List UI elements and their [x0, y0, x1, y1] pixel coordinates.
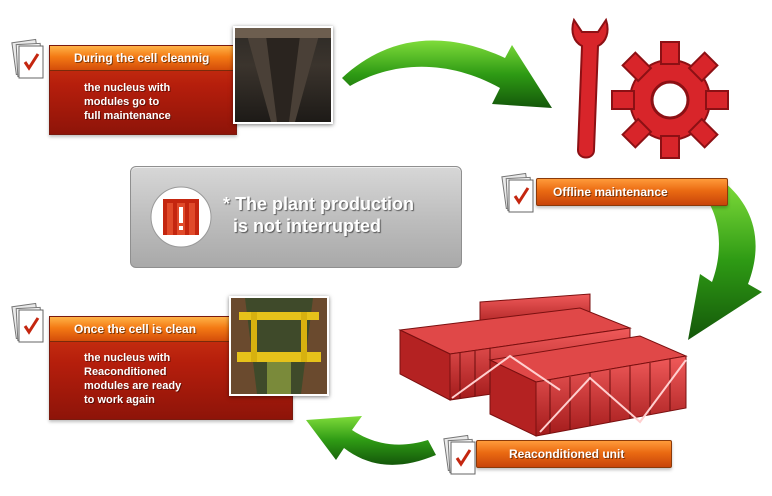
checklist-icon [11, 302, 44, 343]
checklist-icon [443, 434, 476, 475]
note-text: * The plant production is not interrupte… [223, 194, 414, 236]
arrow-top [342, 40, 552, 108]
step-heading: Reaconditioned unit [509, 447, 625, 461]
arrow-bottom [306, 416, 436, 465]
gear-icon [611, 41, 729, 159]
wrench-icon [571, 17, 609, 159]
photo-clean-cell [229, 296, 329, 396]
step-offline-maintenance: Offline maintenance [536, 178, 728, 206]
step-heading: During the cell cleannig [74, 51, 210, 65]
reconditioned-modules [398, 293, 688, 437]
maintenance-tools [571, 17, 729, 159]
step-during-cleaning: During the cell cleannig the nucleus wit… [49, 45, 237, 135]
step-reconditioned-unit: Reaconditioned unit [476, 440, 672, 468]
photo-cell-cleaning [233, 26, 333, 124]
step-description: the nucleus with Reaconditioned modules … [84, 352, 182, 406]
step-heading: Offline maintenance [553, 185, 668, 199]
checklist-icon [11, 38, 44, 79]
alert-icon [150, 186, 212, 248]
arrow-right [688, 182, 762, 340]
step-description: the nucleus with modules go to full main… [84, 82, 171, 122]
note-box: * The plant production is not interrupte… [130, 166, 462, 268]
checklist-icon [501, 172, 534, 213]
step-heading: Once the cell is clean [74, 322, 197, 336]
